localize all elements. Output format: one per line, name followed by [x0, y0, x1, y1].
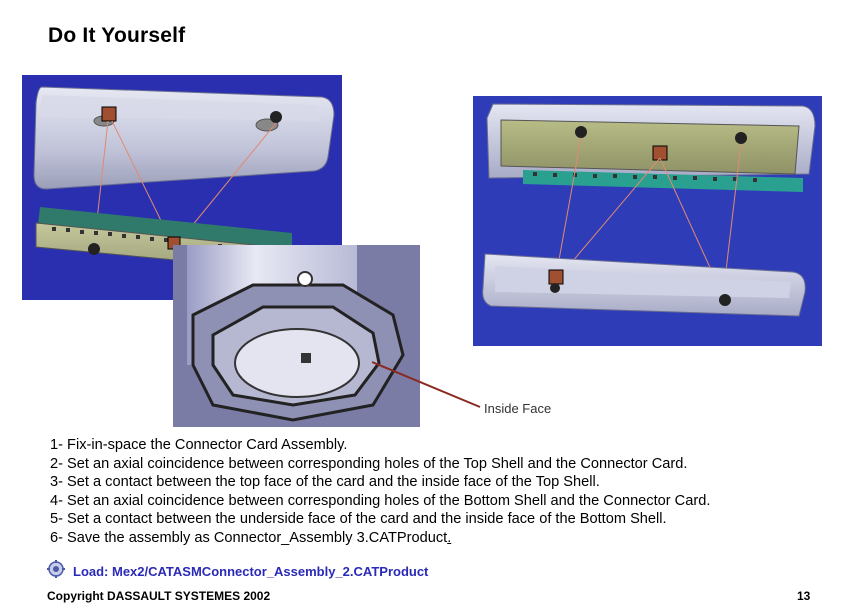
step-2: 2- Set an axial coincidence between corr…: [50, 455, 688, 472]
top-shell-assembly-image: [22, 75, 342, 300]
step-3: 3- Set a contact between the top face of…: [50, 474, 600, 491]
copyright-footer: Copyright DASSAULT SYSTEMES 2002: [47, 589, 271, 603]
gear-icon: [47, 560, 65, 583]
step-6-end: .: [447, 529, 452, 546]
instruction-steps: 1- Fix-in-space the Connector Card Assem…: [50, 436, 710, 548]
step-5: 5- Set a contact between the underside f…: [50, 511, 667, 528]
step-6-text: 6- Save the assembly as Connector_Assemb…: [50, 529, 448, 546]
inside-face-label: Inside Face: [484, 401, 552, 416]
load-link-row[interactable]: Load: Mex2/CATASMConnector_Assembly_2.CA…: [47, 560, 428, 583]
step-1: 1- Fix-in-space the Connector Card Assem…: [50, 437, 348, 453]
load-file-link[interactable]: Load: Mex2/CATASMConnector_Assembly_2.CA…: [73, 564, 429, 579]
bottom-shell-assembly-image: [473, 96, 822, 346]
inside-face-detail-image: [173, 245, 420, 427]
step-6: 6- Save the assembly as Connector_Assemb…: [50, 529, 710, 548]
slide-title: Do It Yourself: [48, 24, 186, 47]
step-4: 4- Set an axial coincidence between corr…: [50, 492, 711, 509]
page-number: 13: [797, 589, 811, 603]
